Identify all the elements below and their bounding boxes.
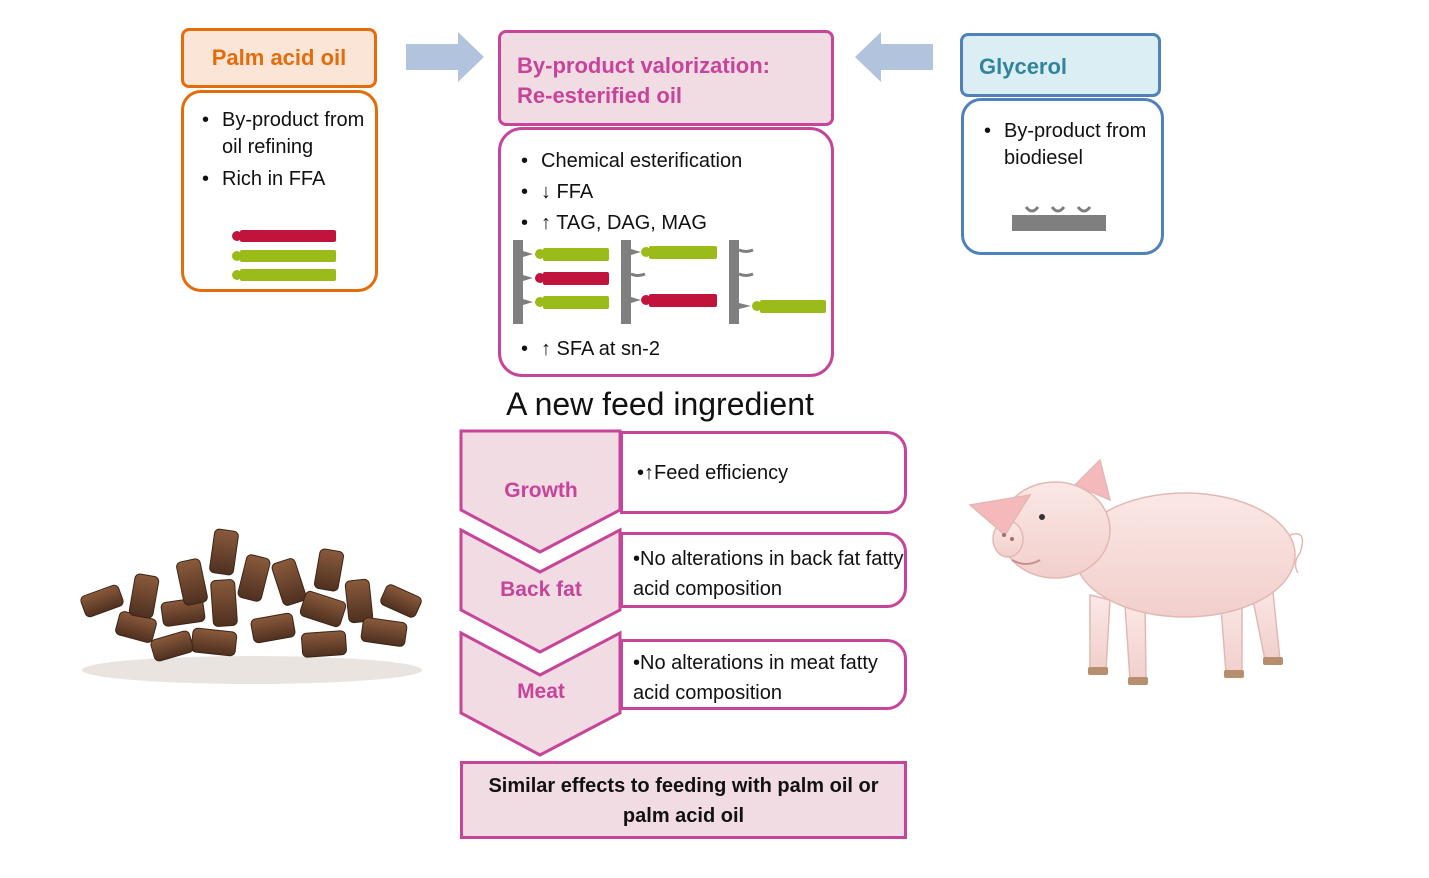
left-arrow-icon (855, 32, 933, 82)
chevron-back-fat (459, 527, 622, 654)
bullet-item: Chemical esterification (521, 148, 831, 175)
conclusion-box: Similar effects to feeding with palm oil… (460, 761, 907, 839)
stage-label-back-fat: Back fat (500, 578, 582, 601)
glycerol-bullets: By-product from biodiesel (984, 118, 1154, 172)
pig-image (968, 458, 1304, 685)
palm-acid-oil-title: Palm acid oil (181, 28, 377, 88)
meat-effect-box: •No alterations in meat fatty acid compo… (620, 639, 907, 710)
saturated-fatty-acid-chain (232, 230, 336, 242)
effects-chevron-flow (459, 429, 622, 757)
bullet-item: ↑ TAG, DAG, MAG (521, 210, 831, 237)
valorization-box: Chemical esterification ↓ FFA ↑ TAG, DAG… (498, 127, 834, 377)
stage-label-meat: Meat (517, 680, 565, 703)
unsaturated-fatty-acid-chain (232, 269, 336, 281)
right-arrow-icon (406, 32, 484, 82)
glycerol-box: By-product from biodiesel (961, 98, 1164, 255)
chevron-growth (459, 429, 622, 554)
bullet-item: By-product from biodiesel (984, 118, 1154, 172)
valorization-bullets: Chemical esterification ↓ FFA ↑ TAG, DAG… (521, 148, 831, 241)
bullet-item: By-product from oil refining (202, 107, 372, 161)
stage-label-growth: Growth (504, 479, 578, 502)
valorization-title: By-product valorization: Re-esterified o… (498, 30, 834, 126)
bullet-item: Rich in FFA (202, 166, 372, 193)
meat-effect-text: •No alterations in meat fatty acid compo… (633, 652, 878, 704)
feed-pellets-image (80, 528, 422, 684)
free-fatty-acid-icon (232, 230, 336, 281)
glyceride-structures-icon (513, 240, 826, 324)
back-fat-effect-text: •No alterations in back fat fatty acid c… (633, 548, 904, 600)
chevron-meat (459, 630, 622, 757)
valorization-bullets-after: ↑ SFA at sn-2 (521, 336, 831, 363)
glycerol-title: Glycerol (960, 33, 1161, 97)
glycerol-backbone-icon (1012, 206, 1106, 231)
monoacylglycerol-icon (729, 240, 826, 324)
valorization-title-line1: By-product valorization: (517, 53, 771, 78)
growth-effect-box: •↑Feed efficiency (620, 431, 907, 514)
headline: A new feed ingredient (506, 386, 814, 422)
conclusion-text: Similar effects to feeding with palm oil… (488, 775, 879, 827)
valorization-title-line2: Re-esterified oil (517, 83, 683, 108)
back-fat-effect-box: •No alterations in back fat fatty acid c… (620, 532, 907, 608)
bullet-item: ↓ FFA (521, 179, 831, 206)
bullet-item: ↑ SFA at sn-2 (521, 336, 831, 363)
palm-acid-oil-bullets: By-product from oil refining Rich in FFA (202, 107, 372, 198)
palm-acid-oil-box: By-product from oil refining Rich in FFA (181, 90, 378, 292)
triacylglycerol-icon (513, 240, 609, 324)
diacylglycerol-icon (621, 240, 717, 324)
unsaturated-fatty-acid-chain (232, 250, 336, 262)
growth-effect-text: •↑Feed efficiency (637, 462, 789, 484)
